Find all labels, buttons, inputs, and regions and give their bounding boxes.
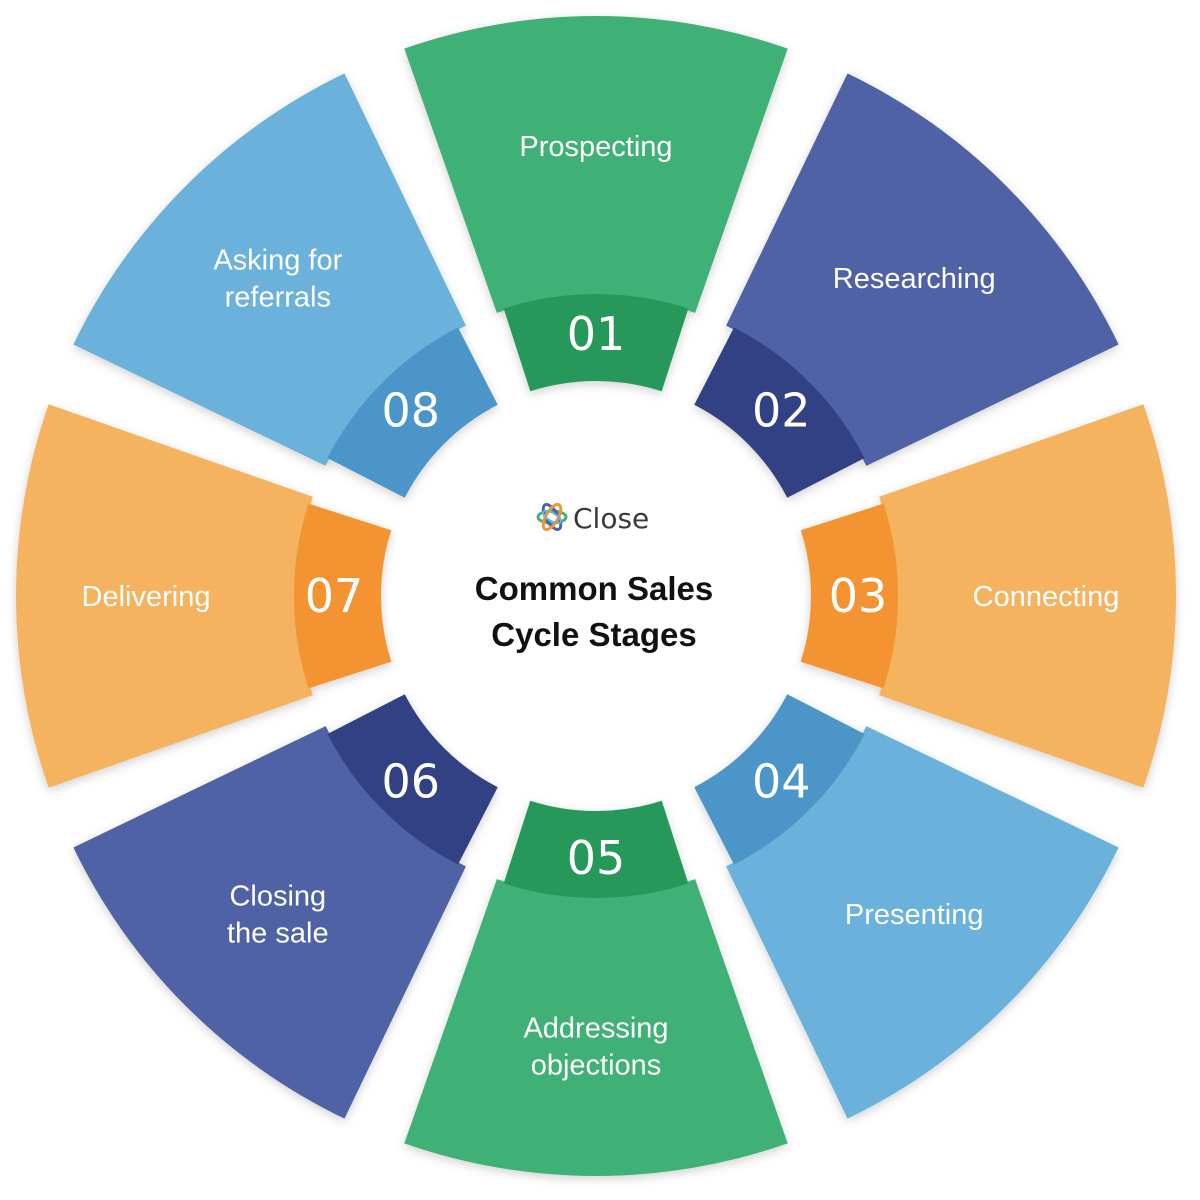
stage-label-line: Researching: [833, 263, 996, 295]
stage-segment-2: [726, 73, 1119, 466]
stage-label-line: referrals: [225, 281, 331, 313]
stage-number-band-1: [503, 294, 689, 392]
stage-label-line: Closing: [229, 881, 326, 913]
brand-name: Close: [573, 502, 649, 535]
stage-number-1: 01: [567, 307, 626, 361]
stage-label-line: the sale: [227, 918, 329, 950]
stage-label-line: Presenting: [845, 899, 984, 931]
stage-number-6: 06: [381, 754, 440, 808]
stage-label-2: Researching: [833, 263, 996, 295]
stage-label-line: Prospecting: [519, 131, 672, 163]
stage-number-2: 02: [752, 384, 811, 438]
stage-label-line: objections: [531, 1050, 662, 1082]
stage-label-1: Prospecting: [519, 131, 672, 163]
stage-number-band-7: [294, 503, 392, 689]
stage-label-5: Addressing objections: [523, 1013, 668, 1082]
stage-segment-5: [404, 879, 788, 1176]
stage-segment-1: [404, 15, 788, 313]
title-line-1: Common Sales: [475, 570, 713, 607]
stage-number-5: 05: [567, 831, 626, 885]
stage-number-band-3: [800, 503, 898, 689]
stage-label-line: Addressing: [523, 1013, 668, 1045]
stage-label-4: Presenting: [845, 899, 984, 931]
stage-number-band-6: [327, 694, 498, 865]
stage-number-7: 07: [305, 569, 364, 623]
stage-number-4: 04: [752, 754, 811, 808]
stage-label-3: Connecting: [973, 581, 1120, 613]
stage-segment-3: [879, 404, 1176, 788]
stage-number-3: 03: [829, 569, 888, 623]
stage-numbers: 01 02 03 04 05 06 07 08: [305, 307, 888, 885]
stage-segment-6: [73, 726, 466, 1119]
stage-label-8: Asking for referrals: [213, 244, 342, 313]
stage-number-band-4: [694, 694, 865, 865]
stage-segment-4: [726, 726, 1119, 1119]
close-logo-icon: [536, 503, 568, 531]
center-title: Common Sales Cycle Stages: [475, 570, 713, 653]
stage-number-band-5: [503, 800, 689, 898]
stage-label-line: Connecting: [973, 581, 1120, 613]
stage-segment-7: [15, 404, 313, 788]
stage-label-6: Closing the sale: [227, 881, 329, 950]
stage-number-band-8: [327, 327, 498, 498]
stage-segment-8: [73, 73, 466, 466]
stage-number-8: 08: [381, 384, 440, 438]
stage-label-line: Delivering: [82, 581, 211, 613]
stage-segments: [15, 15, 1176, 1176]
stage-label-7: Delivering: [82, 581, 211, 613]
title-line-2: Cycle Stages: [491, 616, 696, 653]
stage-labels: ProspectingResearchingConnectingPresenti…: [82, 131, 1120, 1082]
brand-logo: Close: [536, 502, 649, 535]
stage-label-line: Asking for: [213, 244, 342, 276]
stage-number-band-2: [694, 327, 865, 498]
